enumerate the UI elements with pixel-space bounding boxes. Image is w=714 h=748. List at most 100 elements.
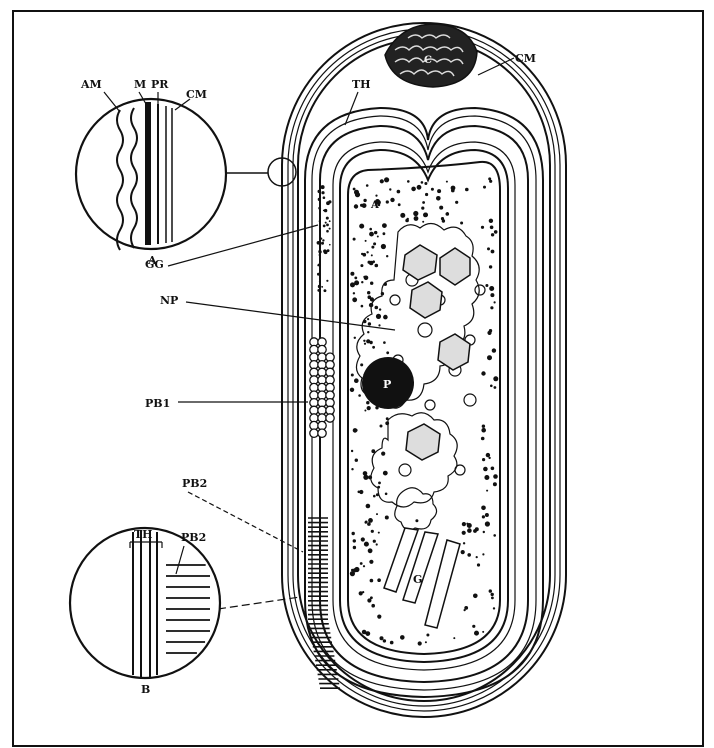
- ribosome-dot: [481, 428, 486, 433]
- carboxysome: [406, 424, 440, 460]
- ribosome-dot: [377, 615, 381, 619]
- glycogen-granules: [317, 185, 332, 292]
- carboxysomes: [403, 245, 470, 460]
- ribosome-dot: [386, 351, 389, 354]
- ribosome-dot: [439, 206, 443, 210]
- ribosome-dot: [477, 563, 480, 566]
- ribosome-dot: [425, 641, 427, 643]
- ribosome-dot: [385, 516, 389, 520]
- inset-b-connector: [218, 597, 300, 609]
- ribosome-dot: [376, 314, 381, 319]
- ribosome-dot: [431, 188, 434, 191]
- ribosome-dot: [426, 634, 429, 637]
- ribosome-dot: [489, 265, 492, 268]
- ribosome-dot: [365, 240, 367, 242]
- ribosome-dot: [466, 523, 468, 525]
- ribosome-dot: [422, 201, 425, 204]
- glycogen-granule: [324, 289, 327, 292]
- ribosome-dot: [385, 493, 388, 496]
- ribosome-dot: [383, 232, 386, 235]
- ribosome-dot: [489, 589, 492, 592]
- ribosome-dot: [487, 355, 492, 360]
- ribosome-dot: [436, 196, 441, 201]
- glycogen-granule: [319, 250, 322, 253]
- ribosome-dot: [353, 238, 356, 241]
- ribosome-dot: [487, 331, 491, 335]
- ribosome-dot: [369, 232, 374, 237]
- glycogen-granule: [319, 281, 321, 283]
- ribosome-dot: [367, 331, 369, 333]
- glycogen-granule: [329, 244, 331, 246]
- ribosome-dot: [364, 276, 369, 281]
- ribosome-dot: [463, 542, 465, 544]
- ribosome-dot: [491, 593, 494, 596]
- ribosome-dot: [411, 187, 416, 192]
- ribosome-dot: [355, 459, 358, 462]
- ribosome-dot: [481, 226, 484, 229]
- ribosome-dot: [493, 482, 497, 486]
- ribosome-dot: [485, 513, 489, 517]
- label-th-top: TH: [352, 78, 371, 91]
- glycogen-granule: [321, 286, 323, 288]
- inset-a-label-pr: PR: [151, 78, 169, 91]
- ribosome-dot: [369, 228, 372, 231]
- ribosome-dot: [490, 226, 494, 230]
- ribosome-dot: [474, 631, 479, 636]
- ribosome-dot: [422, 221, 424, 223]
- ribosome-dot: [358, 394, 361, 397]
- ribosome-dot: [361, 281, 363, 283]
- ribosome-dot: [376, 543, 378, 545]
- ribosome-dot: [378, 532, 380, 534]
- carboxysome: [440, 248, 470, 285]
- glycogen-granule: [320, 238, 322, 240]
- ribosome-dot: [352, 297, 357, 302]
- ribosome-dot: [354, 280, 359, 285]
- ribosome-dot: [372, 260, 375, 263]
- glycogen-granule: [318, 190, 321, 193]
- ribosome-dot: [485, 284, 488, 287]
- ribosome-dot: [490, 306, 493, 309]
- ribosome-dot: [491, 233, 494, 236]
- ribosome-dot: [465, 188, 469, 192]
- glycogen-granule: [326, 230, 329, 233]
- ribosome-dot: [353, 539, 356, 542]
- ribosome-dot: [354, 378, 359, 383]
- ribosome-dot: [487, 247, 490, 250]
- ribosome-dot: [353, 292, 355, 294]
- ribosome-dot: [414, 216, 419, 221]
- ribosome-dot: [376, 513, 378, 515]
- ribosome-dot: [462, 522, 466, 526]
- ribosome-dot: [390, 641, 394, 645]
- pb1-body: [310, 429, 318, 437]
- ribosome-dot: [366, 251, 368, 253]
- ribosome-dot: [371, 530, 374, 533]
- ribosome-dot: [494, 386, 497, 389]
- ribosome-dot: [467, 528, 472, 533]
- glycogen-granule: [323, 225, 326, 228]
- ribosome-dot: [361, 253, 363, 255]
- ribosome-dot: [493, 376, 498, 381]
- ribosome-dot: [373, 540, 376, 543]
- ribosome-dot: [381, 452, 385, 456]
- ribosome-dot: [375, 264, 379, 268]
- ribosome-dot: [383, 639, 386, 642]
- glycogen-granule: [317, 273, 320, 276]
- ribosome-dot: [491, 597, 494, 600]
- ribosome-dot: [482, 631, 484, 633]
- ribosome-dot: [455, 201, 458, 204]
- ribosome-dot: [367, 291, 370, 294]
- ribosome-dot: [482, 515, 485, 518]
- label-a-cell: A: [370, 200, 379, 211]
- glycogen-granule: [326, 201, 330, 205]
- label-c-top: C: [424, 55, 432, 66]
- ribosome-dot: [482, 553, 484, 555]
- ribosome-dot: [369, 341, 372, 344]
- label-p: P: [383, 378, 391, 391]
- glycogen-granule: [323, 249, 327, 253]
- ribosome-dot: [371, 246, 374, 249]
- glycogen-granule: [319, 254, 321, 256]
- ribosome-dot: [365, 631, 370, 636]
- label-pb2: PB2: [182, 477, 207, 490]
- ribosome-dot: [361, 305, 364, 308]
- ribosome-dot: [367, 406, 371, 410]
